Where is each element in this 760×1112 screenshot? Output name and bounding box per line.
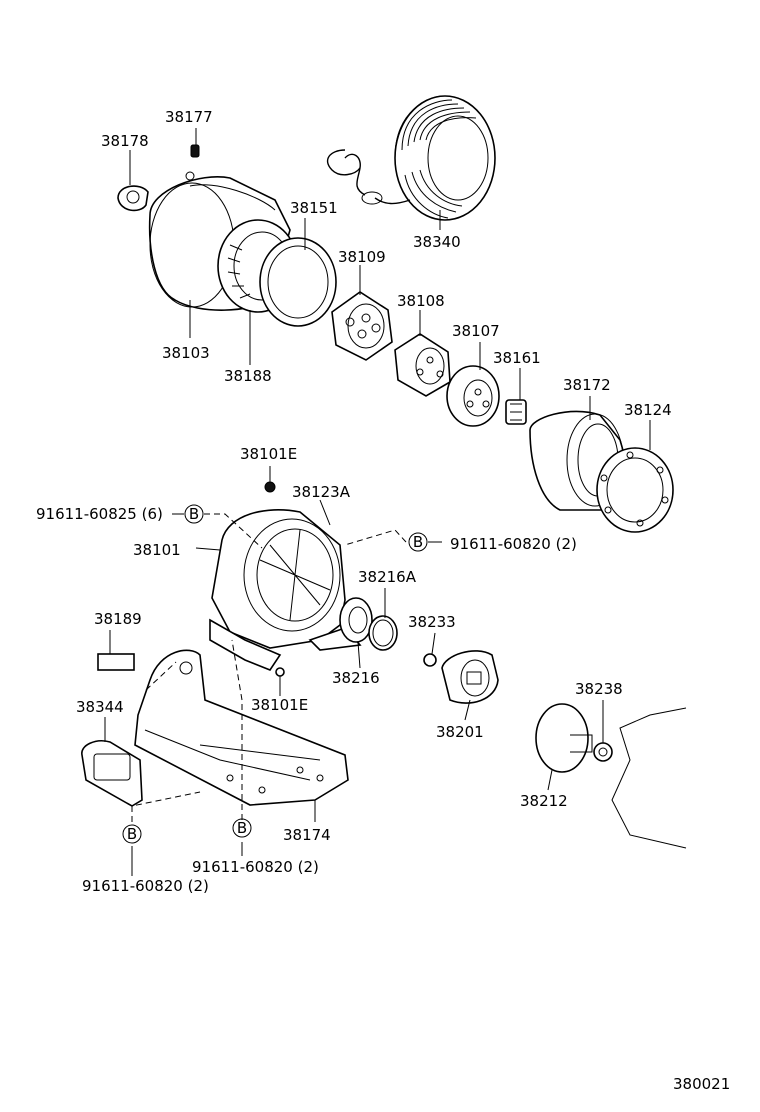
fitting-38101E-top <box>264 481 276 493</box>
label-38212: 38212 <box>520 792 568 810</box>
o-ring-38151 <box>259 237 337 327</box>
label-38103: 38103 <box>162 344 210 362</box>
part-labels: 38177 38178 38151 38340 38109 38108 3810… <box>36 108 730 1093</box>
sun-gear-38161 <box>505 399 527 425</box>
label-38108: 38108 <box>397 292 445 310</box>
label-38340: 38340 <box>413 233 461 251</box>
label-38123A: 38123A <box>292 483 351 501</box>
label-38188: 38188 <box>224 367 272 385</box>
label-38124: 38124 <box>624 401 672 419</box>
label-38109: 38109 <box>338 248 386 266</box>
label-38178: 38178 <box>101 132 149 150</box>
label-bolt-91611-60825: 91611-60825 (6) <box>36 505 163 523</box>
planet-carrier-38108 <box>394 333 451 397</box>
svg-text:B: B <box>127 825 137 843</box>
label-38101E-bottom: 38101E <box>251 696 308 714</box>
label-bolt-91611-60820-right: 91611-60820 (2) <box>450 535 577 553</box>
bolt-marker-left-bottom: B <box>122 824 142 844</box>
label-38189: 38189 <box>94 610 142 628</box>
clip-bracket-38344 <box>81 740 143 807</box>
svg-text:B: B <box>189 505 199 523</box>
bolt-marker-right-top: B <box>408 532 428 552</box>
hub-38212 <box>535 703 593 773</box>
label-38177: 38177 <box>165 108 213 126</box>
label-bolt-91611-60820-center: 91611-60820 (2) <box>192 858 319 876</box>
fitting-38101E-bottom <box>275 667 285 677</box>
part-38233 <box>423 653 437 667</box>
bearing-38216 <box>339 597 373 643</box>
label-38216: 38216 <box>332 669 380 687</box>
main-housing-38101 <box>209 509 362 671</box>
planet-carrier-38107 <box>446 365 500 427</box>
drum-38201 <box>441 650 499 704</box>
label-bolt-91611-60820-left: 91611-60820 (2) <box>82 877 209 895</box>
label-38216A: 38216A <box>358 568 417 586</box>
label-38107: 38107 <box>452 322 500 340</box>
plate-38189 <box>97 653 135 671</box>
label-38201: 38201 <box>436 723 484 741</box>
screw-38177 <box>190 144 200 158</box>
bolt-marker-left-top: B <box>184 504 204 524</box>
gasket-38124 <box>596 447 674 533</box>
label-38174: 38174 <box>283 826 331 844</box>
washer-38238 <box>593 742 613 762</box>
label-38101E-top: 38101E <box>240 445 297 463</box>
label-38233: 38233 <box>408 613 456 631</box>
svg-text:B: B <box>413 533 423 551</box>
label-38238: 38238 <box>575 680 623 698</box>
svg-text:B: B <box>237 819 247 837</box>
diagram-code: 380021 <box>673 1075 730 1093</box>
label-38151: 38151 <box>290 199 338 217</box>
label-38344: 38344 <box>76 698 124 716</box>
mounting-outline <box>611 707 687 849</box>
label-38161: 38161 <box>493 349 541 367</box>
planet-carrier-38109 <box>331 291 393 361</box>
label-38172: 38172 <box>563 376 611 394</box>
snap-ring-38216A <box>368 615 398 651</box>
cable-drum-38340 <box>327 95 496 221</box>
label-38101: 38101 <box>133 541 181 559</box>
clip-38178 <box>117 185 149 212</box>
bolt-marker-center-bottom: B <box>232 818 252 838</box>
leader-lines <box>104 128 651 876</box>
